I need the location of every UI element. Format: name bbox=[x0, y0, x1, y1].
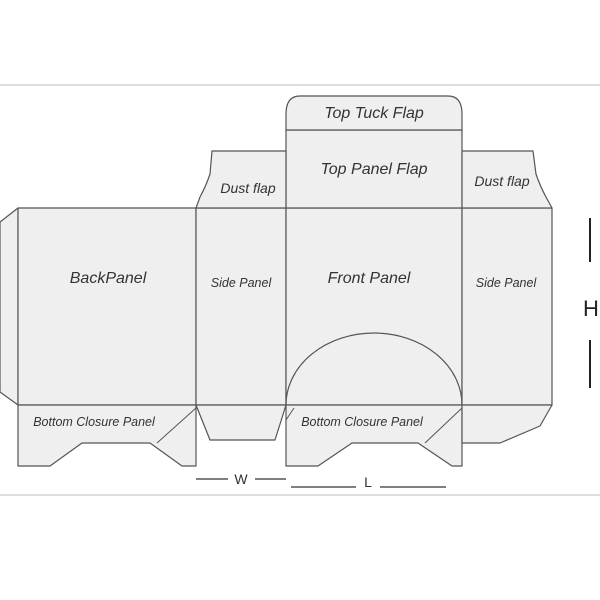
bottom-closure-right-label: Bottom Closure Panel bbox=[301, 415, 424, 429]
dust-flap-right bbox=[461, 150, 553, 209]
height-dimension-label: H bbox=[583, 296, 599, 321]
side-panel-right-label: Side Panel bbox=[476, 276, 538, 290]
bottom-dust-flap-left bbox=[195, 404, 287, 441]
bottom-closure-panel-left bbox=[17, 404, 197, 467]
bottom-closure-left-label: Bottom Closure Panel bbox=[33, 415, 156, 429]
dust-flap-left bbox=[195, 150, 287, 209]
dust-flap-left-label: Dust flap bbox=[220, 180, 275, 196]
front-panel bbox=[285, 207, 463, 406]
length-dimension-label: L bbox=[364, 474, 372, 490]
fold-line bbox=[156, 407, 197, 444]
top-tuck-flap bbox=[285, 95, 463, 131]
fold-line bbox=[424, 407, 463, 444]
bottom-dust-flap-right bbox=[461, 404, 553, 444]
front-panel-label: Front Panel bbox=[328, 270, 411, 287]
side-panel-left-label: Side Panel bbox=[211, 276, 273, 290]
width-dimension-label: W bbox=[234, 471, 248, 487]
thumb-notch-arc bbox=[285, 332, 463, 406]
top-panel-flap-label: Top Panel Flap bbox=[320, 161, 427, 178]
side-panel-left bbox=[195, 207, 287, 406]
back-panel-label: BackPanel bbox=[70, 270, 147, 287]
back-panel bbox=[17, 207, 197, 406]
glue-flap bbox=[0, 207, 19, 406]
dust-flap-right-label: Dust flap bbox=[474, 173, 529, 189]
top-tuck-flap-label: Top Tuck Flap bbox=[324, 105, 424, 122]
fold-line bbox=[285, 407, 295, 421]
side-panel-right bbox=[461, 207, 553, 406]
